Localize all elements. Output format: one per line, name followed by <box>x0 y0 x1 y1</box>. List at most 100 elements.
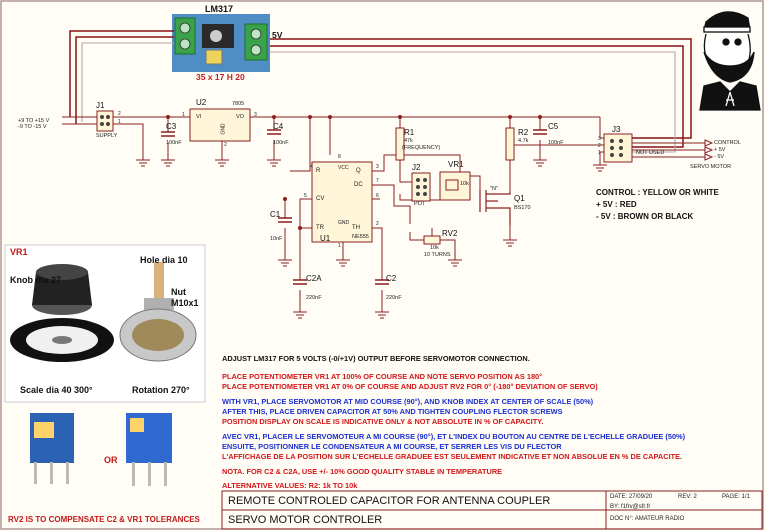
note-blue-3: AVEC VR1, PLACER LE SERVOMOTEUR A MI COU… <box>222 432 686 441</box>
note-blue-4: ENSUITE, POSITIONNER LE CONDENSATEUR A M… <box>222 442 562 451</box>
note-red-1: PLACE POTENTIOMETER VR1 AT 100% OF COURS… <box>222 372 543 381</box>
j3-pin-3: 3 <box>598 136 601 142</box>
j1-ref: J1 <box>96 101 105 110</box>
u1-pin-r: R <box>316 168 321 174</box>
vr1-photo-title: VR1 <box>10 247 28 257</box>
title-doc: DOC N°: AMATEUR RADIO <box>610 516 685 522</box>
note-alternative: ALTERNATIVE VALUES: R2: 1k TO 10k <box>222 481 358 490</box>
u1-pin-vcc: VCC <box>338 165 349 171</box>
u2-ref: U2 <box>196 98 207 107</box>
j1-value: SUPPLY <box>96 133 118 139</box>
r1-note: (FREQUENCY) <box>402 145 441 151</box>
q1-value: BS170 <box>514 205 531 211</box>
u1-pin-2: 2 <box>376 221 379 227</box>
connector-j3 <box>603 133 633 163</box>
servo-connector-arrows <box>704 139 714 161</box>
wire-color-minus: - 5V : BROWN OR BLACK <box>596 212 694 221</box>
u2-pin-gnd: GND <box>220 123 227 135</box>
scale-label: Scale dia 40 300° <box>20 385 93 395</box>
j1-pin-2: 2 <box>118 111 121 117</box>
note-red-2: PLACE POTENTIOMETER VR1 AT 0% OF COURSE … <box>222 382 598 391</box>
j3-ref: J3 <box>612 125 621 134</box>
title-block <box>221 490 763 530</box>
regulator-7805-u2 <box>189 108 251 142</box>
title-line-2: SERVO MOTOR CONTROLER <box>228 514 383 526</box>
j1-pin-1: 1 <box>118 119 121 125</box>
u1-pin-dc: DC <box>354 182 363 188</box>
note-red-4: L'AFFICHAGE DE LA POSITION SUR L'ECHELLE… <box>222 452 683 461</box>
knob-photo <box>32 264 92 315</box>
c2-ref: C2 <box>386 274 397 283</box>
nut-label: Nut <box>171 287 186 297</box>
rotation-label: Rotation 270° <box>132 385 190 395</box>
resistor-r2 <box>505 127 515 161</box>
u1-pin-6: 6 <box>376 193 379 199</box>
lm317-label: LM317 <box>205 4 234 14</box>
note-capacitors: NOTA. FOR C2 & C2A, USE +/- 10% GOOD QUA… <box>222 467 503 476</box>
u1-value: NE555 <box>352 234 369 240</box>
circuit-wires <box>62 116 705 312</box>
c2-value: 220nF <box>386 295 402 301</box>
c1-ref: C1 <box>270 210 281 219</box>
lm317-dimensions: 35 x 17 H 20 <box>196 72 245 82</box>
potentiometer-photo <box>119 262 197 362</box>
servo-pin-control: CONTROL <box>714 140 741 146</box>
c4-value: 100nF <box>273 140 289 146</box>
mosfet-q1 <box>479 190 511 225</box>
rv2-ref: RV2 <box>442 229 458 238</box>
input-minus-label: -9 TO -15 V <box>18 124 47 130</box>
r1-value: 47k <box>404 138 413 144</box>
title-rev: REV: 2 <box>678 494 697 500</box>
j3-pin-1: 1 <box>598 150 601 156</box>
title-line-1: REMOTE CONTROLED CAPACITOR FOR ANTENNA C… <box>228 495 551 507</box>
servo-pin-plus5v: + 5V <box>714 147 726 153</box>
u1-pin-1: 1 <box>338 243 341 249</box>
note-red-3: POSITION DISPLAY ON SCALE IS INDICATIVE … <box>222 417 544 426</box>
j2-value: POT <box>414 201 426 207</box>
lm317-red-wires <box>69 30 692 139</box>
j2-ref: J2 <box>412 163 421 172</box>
u2-pin-1: 1 <box>182 112 185 118</box>
capacitor-symbols <box>161 129 547 285</box>
u2-value: 7805 <box>232 101 245 107</box>
u1-pin-5: 5 <box>304 193 307 199</box>
u2-pin-2: 2 <box>224 142 227 148</box>
q1-ref: Q1 <box>514 194 525 203</box>
input-plus-label: +9 TO +15 V <box>18 118 50 124</box>
j3-not-used: NOT USED <box>636 150 665 156</box>
title-author: BY: f1frv@sfr.fr <box>610 504 651 510</box>
vr1-ref: VR1 <box>448 160 464 169</box>
trimmer-photos <box>30 413 172 486</box>
connector-j2 <box>411 172 431 202</box>
resistor-r1 <box>395 127 405 161</box>
j3-pin-2: 2 <box>598 143 601 149</box>
title-page: PAGE: 1/1 <box>722 494 750 500</box>
potentiometer-vr1 <box>439 171 471 201</box>
c2a-ref: C2A <box>306 274 322 283</box>
nut-thread-label: M10x1 <box>171 298 199 308</box>
rv2-note: 10 TURNS <box>424 252 451 258</box>
q1-type: "N" <box>490 186 498 192</box>
c5-ref: C5 <box>548 122 559 131</box>
r1-ref: R1 <box>404 128 415 137</box>
five-volt-label: 5V <box>272 30 283 40</box>
adjust-lm317-note: ADJUST LM317 FOR 5 VOLTS (-0/+1V) OUTPUT… <box>222 354 530 363</box>
trimmer-rv2 <box>423 235 441 245</box>
ground-symbols <box>136 159 607 319</box>
c2a-value: 220nF <box>306 295 322 301</box>
c3-value: 100nF <box>166 140 182 146</box>
wire-color-control: CONTROL : YELLOW OR WHITE <box>596 188 719 197</box>
u2-pin-3: 3 <box>254 112 257 118</box>
c5-value: 100nF <box>548 140 564 146</box>
u1-pin-tr: TR <box>316 225 324 231</box>
note-blue-2: AFTER THIS, PLACE DRIVEN CAPACITOR AT 50… <box>222 407 563 416</box>
servo-pin-minus5v: - 5V <box>714 154 725 160</box>
u1-pin-4: 4 <box>310 164 313 170</box>
wire-color-plus: + 5V : RED <box>596 200 637 209</box>
u1-pin-3: 3 <box>376 164 379 170</box>
u1-pin-8: 8 <box>338 154 341 160</box>
or-label: OR <box>104 455 118 465</box>
servo-motor-label: SERVO MOTOR <box>690 164 732 170</box>
